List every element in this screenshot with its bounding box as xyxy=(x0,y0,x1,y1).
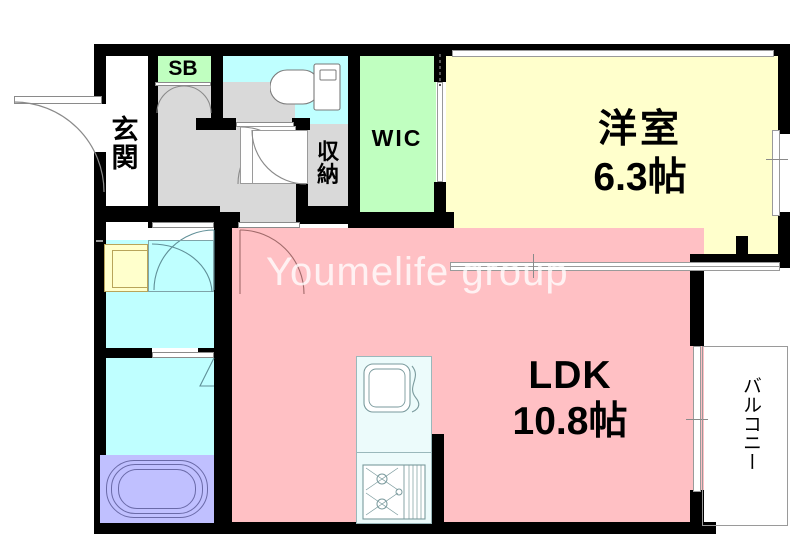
shoebox-door-swing-svg xyxy=(156,85,212,114)
balcony-fill xyxy=(704,348,786,523)
gas-stove-icon xyxy=(362,464,426,520)
ldk-hall-door-panel[interactable] xyxy=(238,222,300,228)
storage-label: 収 納 xyxy=(316,139,339,188)
bedroom-size-label: 6.3帖 xyxy=(593,156,687,199)
kitchen-sink-icon xyxy=(363,363,420,413)
wic-label: WIC xyxy=(371,125,423,151)
washroom-window[interactable] xyxy=(96,240,103,242)
bedroom-right-window-tick xyxy=(766,159,788,160)
bedroom-right-window[interactable] xyxy=(772,130,780,216)
washing-machine-inner xyxy=(112,250,148,288)
bathtub-inner xyxy=(118,469,196,509)
wic-entry-dots-svg xyxy=(439,54,441,86)
ldk-name-label: LDK xyxy=(528,354,612,397)
balcony-outline xyxy=(702,346,788,526)
ldk-right-wall-lower xyxy=(690,490,704,534)
bathtub-mid xyxy=(111,464,203,514)
entrance-door-arc-svg xyxy=(13,101,105,193)
ldk-hall-door-swing-svg xyxy=(239,229,305,295)
ldk-size-label: 10.8帖 xyxy=(512,400,628,443)
ldk-balcony-window-tick xyxy=(686,419,708,420)
washroom-bathroom-divider-left xyxy=(94,348,152,358)
toilet-bottom-wall-2 xyxy=(292,118,310,130)
storage-door-leaf[interactable] xyxy=(252,130,308,184)
balcony-label: バルコニー xyxy=(740,375,761,471)
washroom-right-wall xyxy=(214,228,232,528)
washbasin-swing-svg xyxy=(151,243,213,293)
entrance-label: 玄 関 xyxy=(111,115,139,174)
kitchen-side-wall xyxy=(430,434,444,526)
washbasin-counter xyxy=(148,240,214,292)
storage-door-arc-svg xyxy=(251,129,307,185)
bedroom-top-window[interactable] xyxy=(452,50,774,57)
wic-left-wall xyxy=(348,44,360,224)
ldk-top-wall-b xyxy=(374,212,388,228)
washroom-door-swing-svg xyxy=(153,229,215,291)
bedroom-ldk-sash-tick xyxy=(533,254,534,278)
bathtub-outer xyxy=(106,460,208,518)
bedroom-name-label: 洋室 xyxy=(597,108,682,151)
entrance-fill xyxy=(100,56,148,208)
bathroom-folding-door-svg xyxy=(199,357,215,387)
shoebox-label: SB xyxy=(168,57,198,80)
kitchen-counter-split xyxy=(356,452,432,453)
outer-wall-right-upper xyxy=(778,44,790,134)
entrance-door-leaf[interactable] xyxy=(14,96,102,104)
toilet-bottom-wall xyxy=(196,118,236,130)
ldk-top-wall-a xyxy=(220,212,240,228)
outer-wall-left-mid xyxy=(94,152,106,534)
toilet-left-wall xyxy=(211,44,223,124)
bedroom-ldk-sash-line xyxy=(450,266,780,267)
ldk-right-wall-upper xyxy=(690,268,704,346)
outer-wall-bottom xyxy=(94,522,716,534)
storage-bottom-wall xyxy=(296,206,350,224)
entrance-right-wall xyxy=(148,44,158,216)
wic-bottom-wall xyxy=(348,212,446,228)
wic-entry-slider[interactable] xyxy=(437,82,443,182)
ldk-fill xyxy=(230,228,704,523)
washroom-door-panel[interactable] xyxy=(152,222,214,228)
toilet-icon xyxy=(270,63,341,111)
shoebox-fill xyxy=(155,56,211,82)
ldk-top-wall-c xyxy=(440,212,454,228)
outer-wall-left-upper xyxy=(94,44,106,96)
bathroom-door-panel[interactable] xyxy=(152,352,214,358)
